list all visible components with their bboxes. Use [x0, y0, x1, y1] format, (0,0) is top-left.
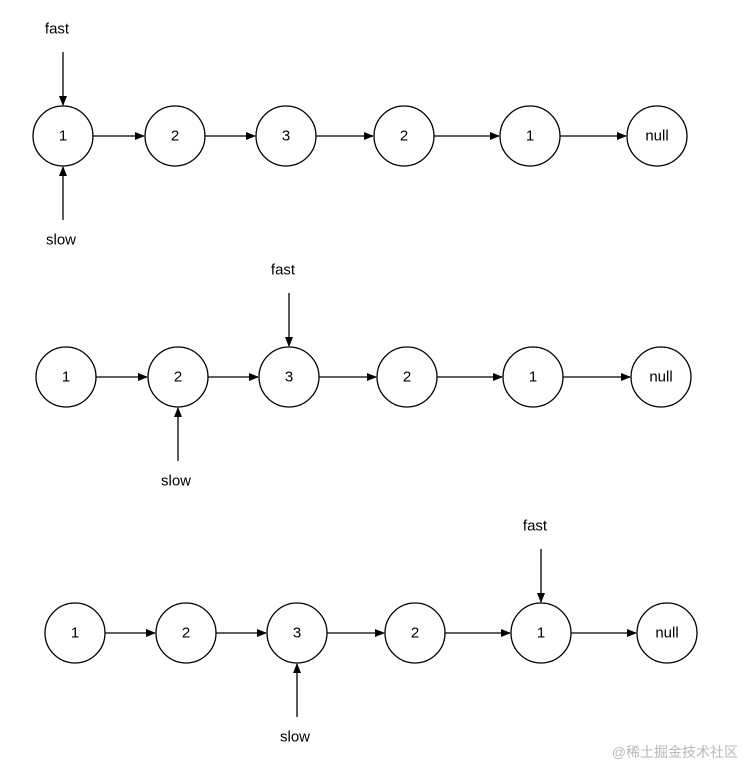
- list-node: 1: [35, 346, 97, 408]
- slow-label: slow: [161, 473, 191, 490]
- node-value: 2: [174, 369, 182, 386]
- node-value: 1: [71, 625, 79, 642]
- watermark-text: @稀土掘金技术社区: [612, 744, 738, 760]
- fast-label: fast: [45, 21, 70, 38]
- list-node: 1: [510, 602, 572, 664]
- step-2-diagram: 1 2 3 2 1 null fast slow: [35, 262, 692, 490]
- node-circle: [384, 602, 446, 664]
- node-value: 1: [537, 625, 545, 642]
- list-node: 3: [255, 105, 317, 167]
- node-value: 3: [293, 625, 301, 642]
- list-node: 1: [499, 105, 561, 167]
- node-circle: [373, 105, 435, 167]
- node-circle: [499, 105, 561, 167]
- node-value: 3: [285, 369, 293, 386]
- fast-label: fast: [523, 518, 548, 535]
- node-circle: [258, 346, 320, 408]
- list-node: 1: [32, 105, 94, 167]
- node-value: null: [655, 625, 678, 642]
- node-circle: [44, 602, 106, 664]
- node-value: 2: [400, 128, 408, 145]
- node-circle: [630, 346, 692, 408]
- list-node: 3: [258, 346, 320, 408]
- node-value: 1: [59, 128, 67, 145]
- node-value: 1: [62, 369, 70, 386]
- node-value: 2: [411, 625, 419, 642]
- node-circle: [155, 602, 217, 664]
- step-3-diagram: 1 2 3 2 1 null fast slow: [44, 518, 698, 746]
- node-circle: [35, 346, 97, 408]
- list-node: null: [626, 105, 688, 167]
- list-node: 2: [373, 105, 435, 167]
- node-value: 2: [182, 625, 190, 642]
- node-value: 2: [171, 128, 179, 145]
- node-circle: [144, 105, 206, 167]
- list-node: 1: [502, 346, 564, 408]
- list-node: 1: [44, 602, 106, 664]
- fast-label: fast: [271, 262, 296, 279]
- node-value: 3: [282, 128, 290, 145]
- node-circle: [636, 602, 698, 664]
- list-node: 2: [155, 602, 217, 664]
- node-circle: [376, 346, 438, 408]
- list-node: 2: [376, 346, 438, 408]
- list-node: null: [636, 602, 698, 664]
- list-node: 3: [266, 602, 328, 664]
- node-circle: [626, 105, 688, 167]
- step-1-diagram: 1 2 3 2 1 null fast slow: [32, 21, 688, 249]
- node-value: 2: [403, 369, 411, 386]
- node-value: 1: [529, 369, 537, 386]
- list-node: 2: [144, 105, 206, 167]
- node-circle: [510, 602, 572, 664]
- slow-label: slow: [46, 232, 76, 249]
- node-circle: [255, 105, 317, 167]
- list-node: 2: [384, 602, 446, 664]
- node-value: 1: [526, 128, 534, 145]
- node-value: null: [649, 369, 672, 386]
- node-value: null: [645, 128, 668, 145]
- list-node: null: [630, 346, 692, 408]
- node-circle: [502, 346, 564, 408]
- list-node: 2: [147, 346, 209, 408]
- slow-label: slow: [280, 729, 310, 746]
